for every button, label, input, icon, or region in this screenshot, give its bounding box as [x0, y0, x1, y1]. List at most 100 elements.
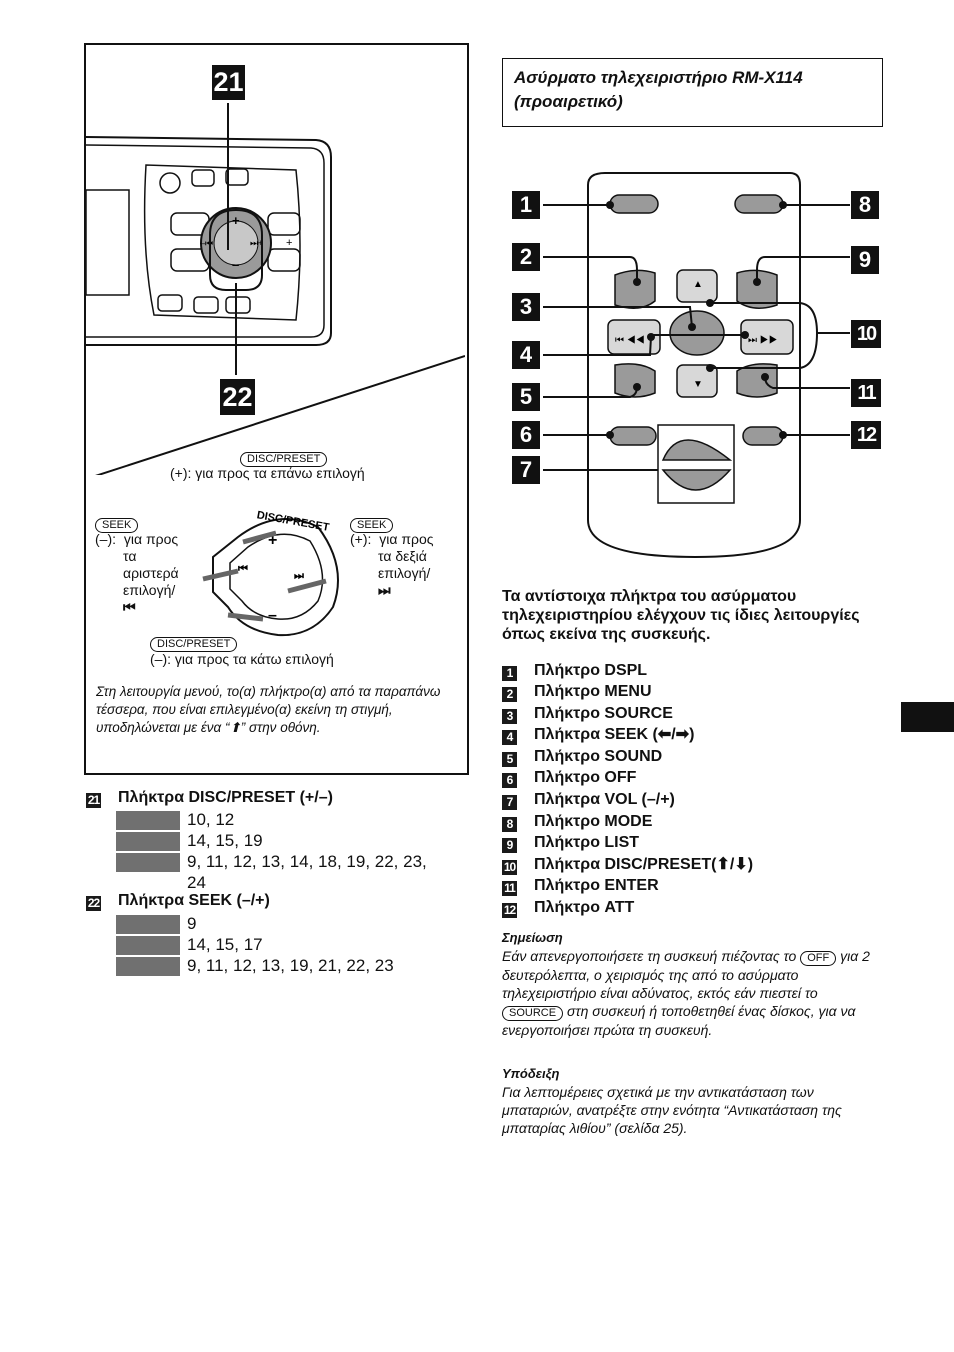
note-title: Σημείωση [502, 930, 563, 945]
button-label: Πλήκτρο MODE [534, 813, 653, 830]
disc-preset-down-text: (–): για προς τα κάτω επιλογή [150, 651, 334, 667]
remote-title: Ασύρματο τηλεχειριστήριο RM-X114 (προαιρ… [514, 68, 803, 111]
remote-callout-11: 11 [851, 379, 881, 407]
svg-text:–: – [268, 607, 277, 624]
disc-preset-up-text: (+): για προς τα επάνω επιλογή [170, 465, 365, 481]
button-label: Πλήκτρο DSPL [534, 662, 648, 679]
seek-key-label: SEEK [350, 518, 394, 533]
callout-21: 21 [212, 65, 245, 100]
remote-callout-6: 6 [512, 421, 540, 449]
button-num: 12 [502, 903, 517, 918]
button-num: 10 [502, 860, 517, 875]
button-label: Πλήκτρο SOUND [534, 748, 663, 765]
remote-title-box [502, 58, 883, 127]
page-ref-21-c: 9, 11, 12, 13, 14, 18, 19, 22, 23, [187, 852, 427, 871]
button-item: 3 Πλήκτρο SOURCE [502, 704, 673, 724]
svg-text:▼: ▼ [693, 379, 703, 390]
page-ref-21-b: 14, 15, 19 [187, 831, 263, 850]
button-item: 12 Πλήκτρο ATT [502, 898, 634, 918]
button-label: Πλήκτρο ENTER [534, 877, 659, 894]
ref-num-21: 21 [86, 793, 101, 808]
tip-body: Για λεπτομέρειες σχετικά με την αντικατά… [502, 1084, 842, 1136]
button-item: 9 Πλήκτρο LIST [502, 833, 639, 853]
page-edge-tab [901, 702, 954, 732]
page-ref-bar [116, 853, 180, 872]
off-key-label: OFF [800, 951, 837, 966]
note-text-2: για 2 δευτερόλεπτα, ο χειρισμός της από … [502, 948, 870, 1001]
disc-preset-key-label: DISC/PRESET [150, 637, 238, 652]
button-label: Πλήκτρο LIST [534, 834, 640, 851]
button-num: 5 [502, 752, 517, 767]
remote-intro: Τα αντίστοιχα πλήκτρα του ασύρματου τηλε… [502, 588, 860, 643]
dial-disc-preset-label: DISC/PRESET [256, 509, 331, 534]
svg-text:⏮: ⏮ [238, 563, 248, 575]
button-item: 8 Πλήκτρο MODE [502, 812, 652, 832]
svg-text:⏭+: ⏭+ [250, 238, 263, 248]
remote-callout-5: 5 [512, 383, 540, 411]
svg-text:⏮ ◀◀: ⏮ ◀◀ [615, 335, 645, 346]
seek-left-line1: για προς [123, 531, 179, 547]
seek-right-next-icon: ⏭ [378, 582, 391, 598]
callout-22: 22 [220, 379, 255, 415]
seek-left-sign: (–): [95, 531, 116, 547]
button-item: 11 Πλήκτρο ENTER [502, 876, 659, 896]
note-text-3: στη συσκευή ή τοποθετηθεί ένας δίσκος, γ… [502, 1003, 856, 1038]
svg-text:⏭: ⏭ [294, 570, 304, 582]
page-ref-bar [116, 957, 180, 976]
page-ref-21-d: 24 [187, 873, 206, 892]
seek-left-line4: επιλογή/ [123, 582, 176, 598]
seek-right-line2: τα δεξιά [378, 548, 427, 564]
seek-left-line3: αριστερά [123, 565, 179, 581]
button-item: 7 Πλήκτρα VOL (–/+) [502, 790, 675, 810]
head-unit-illustration: + – –⏮ ⏭+ + [86, 103, 465, 475]
menu-mode-note: Στη λειτουργία μενού, το(α) πλήκτρο(α) α… [96, 684, 441, 735]
ref-item-22: 22 Πλήκτρα SEEK (–/+) [86, 892, 270, 911]
seek-right-line1: για προς [379, 531, 434, 547]
page-ref-22-a: 9 [187, 914, 197, 933]
remote-callout-12: 12 [851, 421, 881, 449]
button-label: Πλήκτρο MENU [534, 683, 652, 700]
seek-right-sign: (+): [350, 531, 372, 547]
button-label: Πλήκτρο OFF [534, 769, 637, 786]
button-label: Πλήκτρο SOURCE [534, 705, 673, 722]
button-label: Πλήκτρο ATT [534, 899, 635, 916]
ref-num-22: 22 [86, 896, 101, 911]
button-num: 7 [502, 795, 517, 810]
svg-text:⏭ ▶▶: ⏭ ▶▶ [748, 335, 778, 346]
remote-callout-10: 10 [851, 320, 881, 348]
ref-label-21: Πλήκτρα DISC/PRESET (+/–) [118, 789, 333, 806]
remote-callout-3: 3 [512, 293, 540, 321]
button-num: 9 [502, 838, 517, 853]
page-ref-22-b: 14, 15, 17 [187, 935, 263, 954]
remote-callout-9: 9 [851, 246, 879, 274]
remote-callout-8: 8 [851, 191, 879, 219]
page-ref-22-c: 9, 11, 12, 13, 19, 21, 22, 23 [187, 956, 394, 975]
remote-control-illustration: ▲ ▼ ⏮ ◀◀ ⏭ ▶▶ [543, 172, 850, 559]
remote-callout-7: 7 [512, 456, 540, 484]
disc-preset-key-label: DISC/PRESET [240, 452, 328, 467]
page-ref-21-a: 10, 12 [187, 810, 235, 829]
button-num: 11 [502, 881, 517, 896]
page-ref-bar [116, 811, 180, 830]
page-ref-bar [116, 915, 180, 934]
remote-callout-1: 1 [512, 191, 540, 219]
seek-left-key-wrap: SEEK [95, 515, 139, 533]
ref-label-22: Πλήκτρα SEEK (–/+) [118, 892, 270, 909]
button-num: 3 [502, 709, 517, 724]
button-num: 8 [502, 817, 517, 832]
source-key-label: SOURCE [502, 1006, 564, 1021]
button-label: Πλήκτρα VOL (–/+) [534, 791, 675, 808]
seek-left-desc: (–): για προς τα αριστερά επιλογή/ ⏮ [95, 531, 179, 616]
svg-text:+: + [268, 532, 277, 549]
disc-preset-down-key-wrap: DISC/PRESET [150, 634, 238, 652]
svg-text:+: + [286, 237, 292, 249]
button-item: 5 Πλήκτρο SOUND [502, 747, 662, 767]
note-text-1: Εάν απενεργοποιήσετε τη συσκευή πιέζοντα… [502, 948, 797, 964]
page-ref-bar [116, 936, 180, 955]
svg-text:–⏮: –⏮ [200, 238, 213, 248]
disc-preset-up-key-wrap: DISC/PRESET [240, 449, 328, 467]
